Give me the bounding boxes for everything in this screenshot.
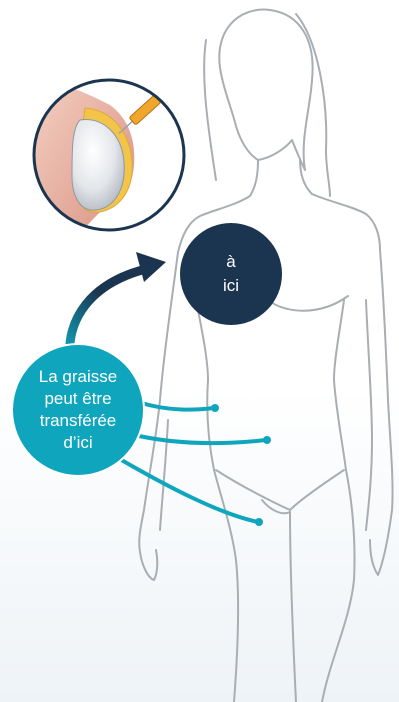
left-arm-outline <box>139 252 178 580</box>
source-line-3: transférée <box>39 410 117 432</box>
transfer-arrow <box>70 252 166 360</box>
arrow-head-icon <box>136 252 166 282</box>
source-line-2: peut être <box>39 388 117 410</box>
hair-outline <box>204 14 330 196</box>
torso-outline <box>196 300 355 702</box>
target-line-1: à <box>223 250 239 274</box>
source-dot-abdomen <box>211 404 219 412</box>
source-dot-waist <box>263 436 271 444</box>
source-bubble: La graisse peut être transférée d’ici <box>13 345 143 475</box>
source-dot-thigh <box>255 518 263 526</box>
source-line-thigh <box>118 458 258 522</box>
underwear-outline <box>216 470 344 513</box>
source-line-4: d’ici <box>39 432 117 454</box>
leg-outline <box>290 512 296 702</box>
source-line-1: La graisse <box>39 366 117 388</box>
target-bubble: à ici <box>180 223 282 325</box>
body-outline <box>139 10 392 702</box>
right-arm-outline <box>366 250 393 575</box>
source-line-waist <box>130 434 266 443</box>
head-outline <box>219 10 312 170</box>
breast-implant-inset <box>30 79 190 240</box>
target-line-2: ici <box>223 274 239 298</box>
source-line-abdomen <box>138 402 214 410</box>
